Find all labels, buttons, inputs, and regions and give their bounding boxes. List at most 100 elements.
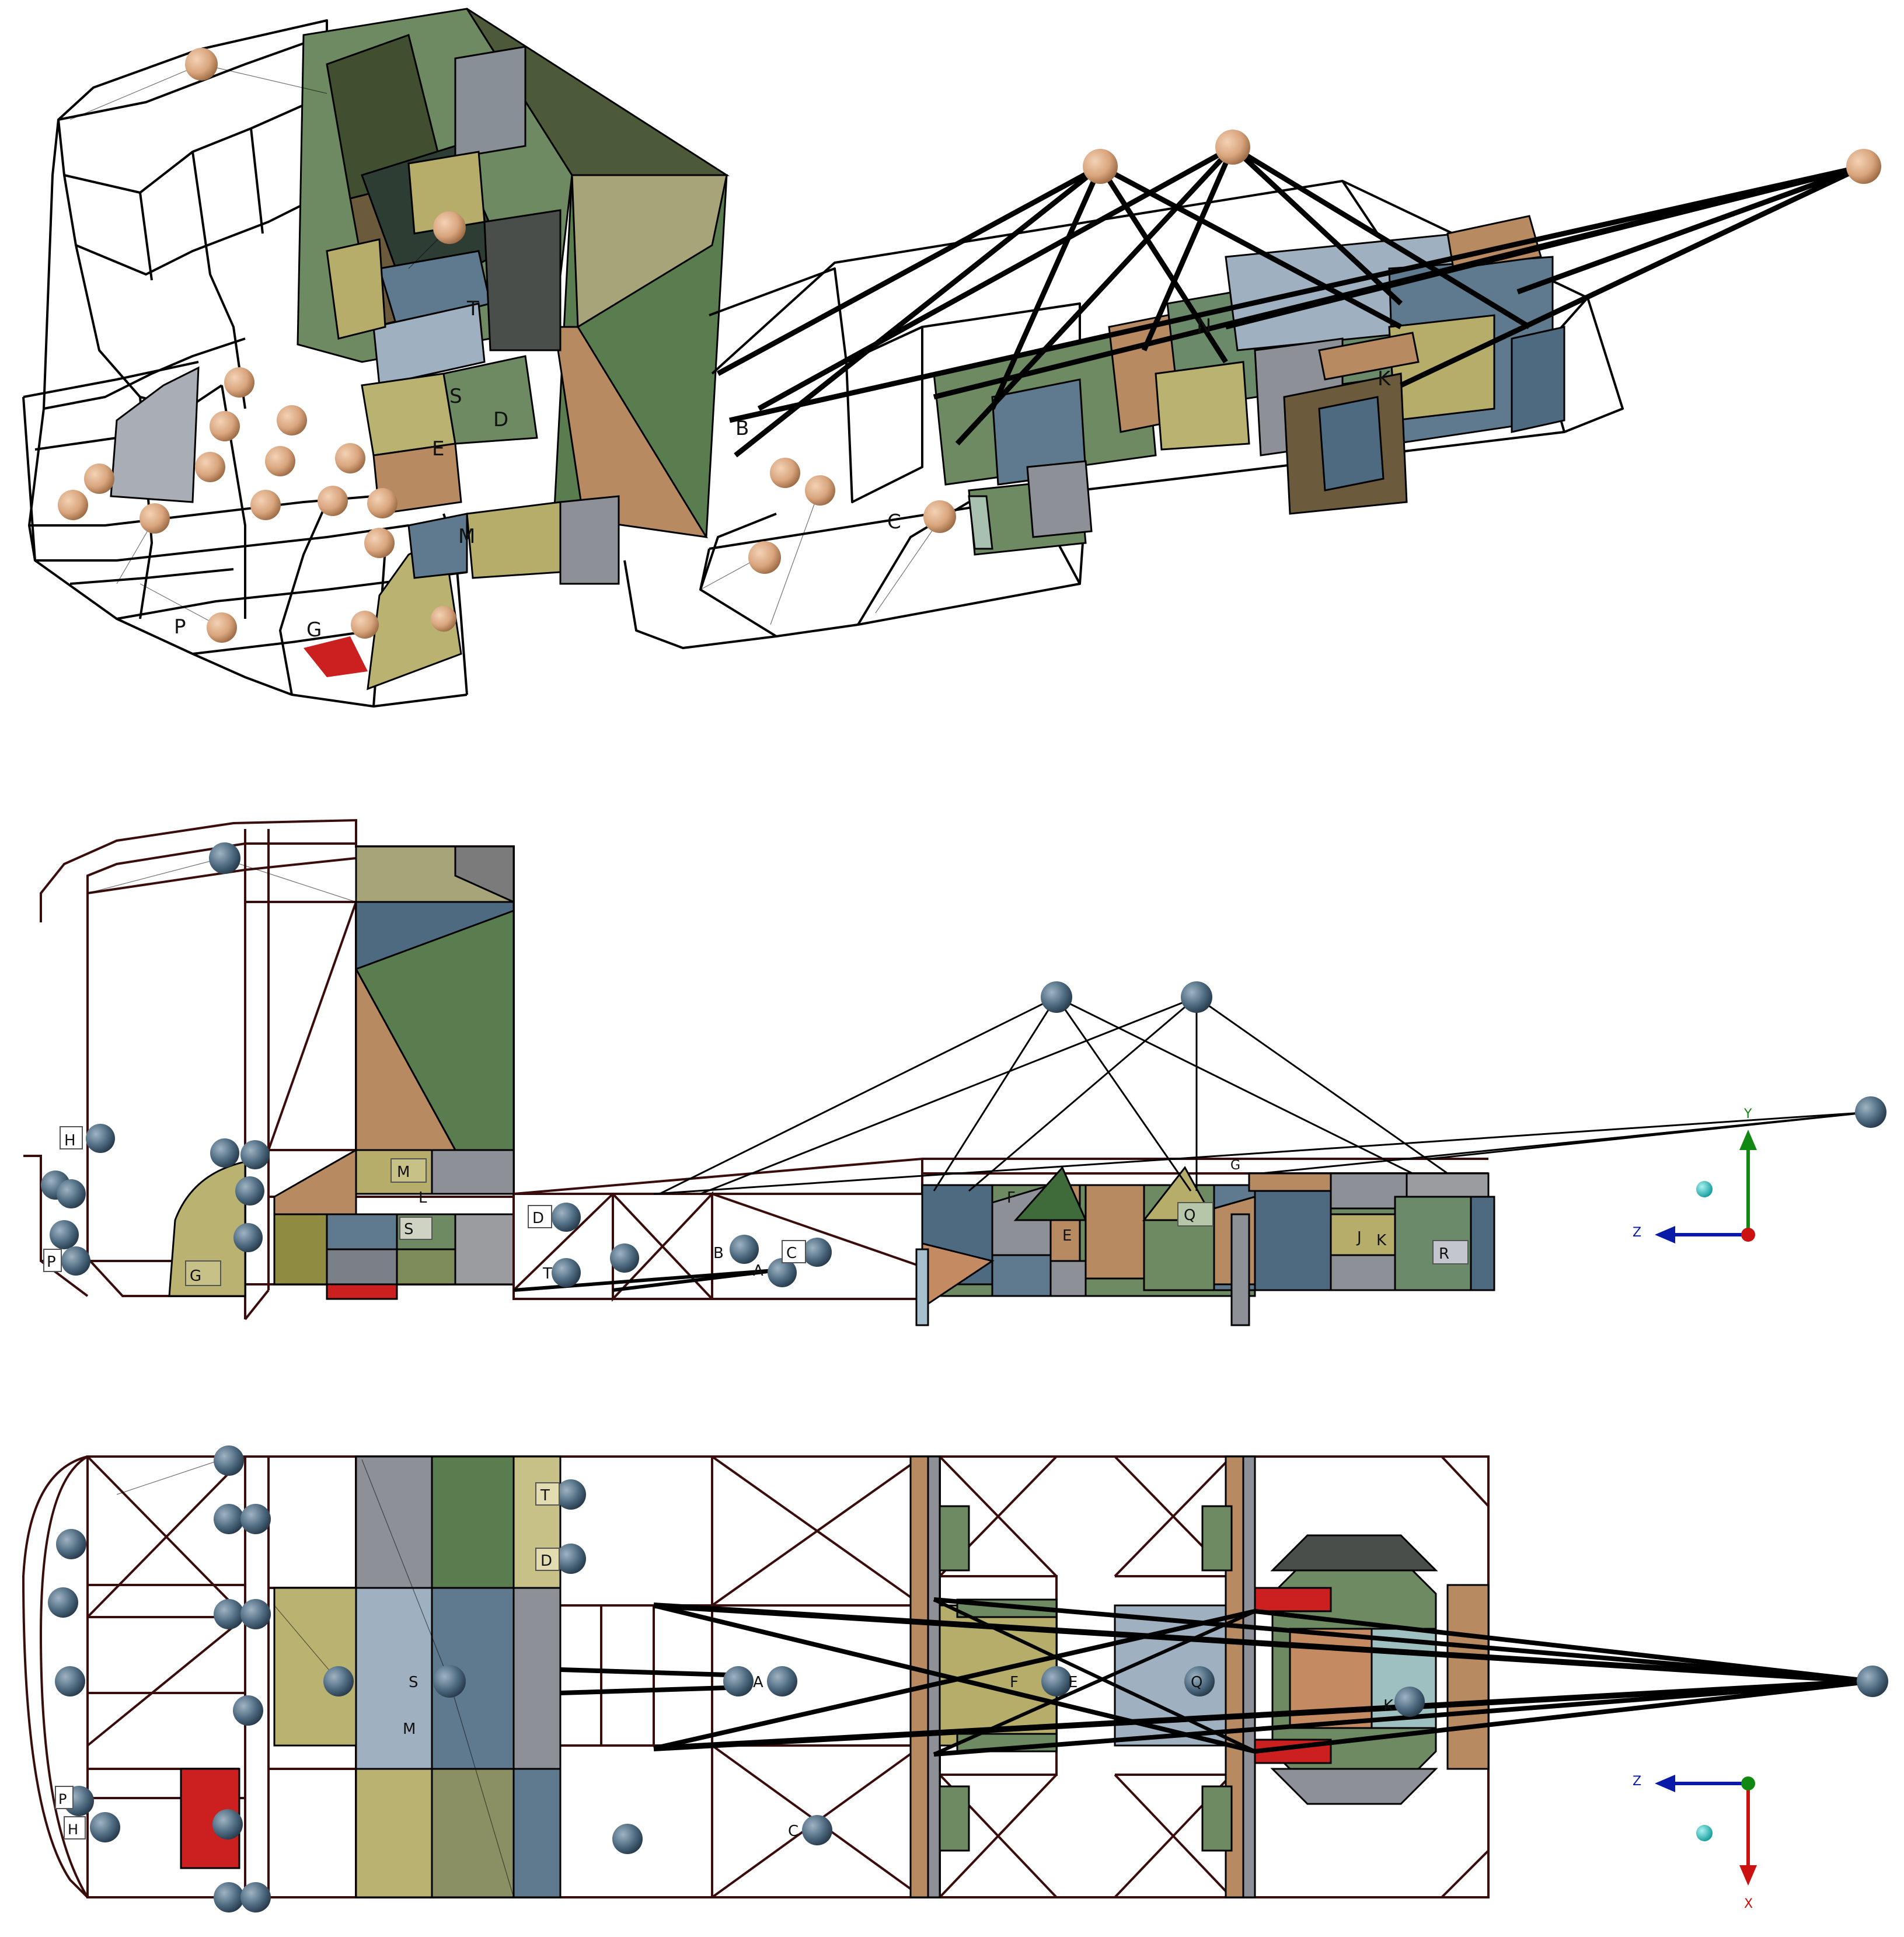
- iso-chassis-blocks: [933, 215, 1565, 556]
- iso-node-sphere: [265, 446, 295, 476]
- side-label-R: R: [1439, 1245, 1449, 1263]
- top-label-K: K: [1383, 1697, 1394, 1715]
- side-label-Q: Q: [1184, 1207, 1195, 1224]
- top-axis-z-label: Z: [1633, 1774, 1641, 1789]
- top-axis-origin-dot: [1696, 1825, 1713, 1841]
- side-label-L: L: [419, 1189, 427, 1207]
- side-node-sphere: [1041, 981, 1072, 1013]
- iso-cab-gray-panel: [110, 366, 200, 503]
- top-label-C: C: [788, 1823, 798, 1840]
- iso-node-sphere: [140, 503, 170, 534]
- top-node-sphere: [214, 1504, 244, 1534]
- side-spheres: [41, 842, 1886, 1287]
- isometric-view: T S D E M B G P C N K: [22, 8, 1881, 708]
- iso-label-D: D: [493, 408, 508, 431]
- top-node-sphere: [1041, 1666, 1072, 1696]
- top-view: T D S M A F E Q K C P H X Z: [22, 1445, 1888, 1912]
- iso-label-P: P: [174, 615, 186, 639]
- iso-node-sphere: [58, 490, 88, 520]
- iso-label-N: N: [1197, 315, 1211, 338]
- side-connection-lines: [87, 858, 1871, 1292]
- side-label-P: P: [47, 1253, 56, 1271]
- top-node-sphere: [233, 1695, 263, 1726]
- side-node-sphere: [730, 1235, 759, 1264]
- iso-label-M: M: [458, 525, 475, 548]
- top-label-M: M: [403, 1720, 416, 1738]
- top-label-Q: Q: [1191, 1674, 1202, 1691]
- top-node-sphere: [214, 1599, 244, 1629]
- iso-node-sphere: [805, 475, 835, 506]
- iso-node-sphere: [1215, 130, 1250, 165]
- side-node-sphere: [86, 1124, 115, 1153]
- iso-node-sphere: [195, 452, 225, 482]
- top-node-sphere: [214, 1445, 244, 1476]
- top-label-D: D: [540, 1552, 552, 1570]
- side-label-D: D: [532, 1210, 544, 1227]
- side-axis-z-label: Z: [1633, 1225, 1641, 1240]
- top-label-F: F: [1010, 1674, 1019, 1691]
- top-node-sphere: [240, 1882, 271, 1912]
- top-node-sphere: [767, 1666, 797, 1696]
- iso-node-sphere: [335, 443, 365, 473]
- top-labels: T D S M A F E Q K C P H: [55, 1482, 1394, 1840]
- side-label-K: K: [1376, 1232, 1387, 1249]
- iso-label-K: K: [1378, 367, 1392, 391]
- side-label-H: H: [64, 1132, 76, 1149]
- iso-node-sphere: [185, 48, 218, 81]
- side-cab-panels: [168, 845, 515, 1300]
- iso-label-C: C: [887, 510, 901, 534]
- iso-node-sphere: [431, 606, 456, 632]
- top-label-P: P: [58, 1791, 67, 1807]
- side-node-sphere: [552, 1258, 581, 1287]
- side-labels: H P G M L S D B A C T F E Q G J K R: [43, 1126, 1469, 1286]
- side-axis-origin-dot: [1696, 1181, 1713, 1197]
- top-node-sphere: [48, 1587, 78, 1618]
- side-node-sphere: [61, 1246, 90, 1276]
- side-view: H P G M L S D B A C T F E Q G J K R: [23, 818, 1886, 1326]
- side-node-sphere: [610, 1243, 639, 1273]
- side-node-sphere: [233, 1223, 263, 1252]
- top-node-sphere: [723, 1666, 754, 1696]
- top-connection-lines: [116, 1459, 1873, 1898]
- iso-node-sphere: [277, 405, 307, 436]
- side-node-sphere: [240, 1140, 270, 1169]
- side-label-M: M: [397, 1163, 410, 1181]
- top-node-sphere: [556, 1479, 586, 1510]
- iso-node-sphere: [318, 486, 348, 516]
- top-label-A: A: [753, 1674, 763, 1691]
- iso-node-sphere: [1846, 149, 1881, 184]
- top-label-H: H: [68, 1821, 78, 1838]
- top-node-sphere: [214, 1882, 244, 1912]
- iso-connection-lines: [69, 64, 1865, 628]
- iso-node-sphere: [84, 464, 114, 494]
- side-label-B: B: [713, 1245, 724, 1262]
- iso-node-sphere: [433, 211, 466, 244]
- iso-node-sphere: [210, 411, 240, 441]
- side-node-sphere: [803, 1238, 832, 1267]
- top-label-E: E: [1068, 1674, 1077, 1691]
- side-node-sphere: [235, 1176, 264, 1206]
- side-node-sphere: [1181, 981, 1212, 1013]
- top-node-sphere: [56, 1529, 86, 1559]
- side-label-G: G: [190, 1267, 201, 1285]
- top-node-sphere: [433, 1665, 466, 1698]
- side-label-A: A: [753, 1262, 763, 1280]
- iso-node-sphere: [207, 612, 237, 643]
- side-node-sphere: [209, 842, 240, 874]
- side-node-sphere: [1855, 1096, 1886, 1128]
- iso-node-sphere: [364, 528, 395, 558]
- top-node-sphere: [212, 1809, 243, 1840]
- side-label-F: F: [1007, 1189, 1016, 1207]
- iso-node-sphere: [367, 488, 397, 518]
- side-label-E: E: [1062, 1227, 1072, 1245]
- iso-label-B: B: [735, 417, 749, 440]
- side-node-sphere: [50, 1220, 79, 1249]
- iso-spheres: [58, 48, 1881, 643]
- side-node-sphere: [210, 1138, 239, 1168]
- top-axis-triad: X Z: [1633, 1774, 1757, 1911]
- iso-label-T: T: [466, 297, 479, 320]
- top-node-sphere: [1394, 1687, 1425, 1717]
- top-node-sphere: [1857, 1666, 1888, 1697]
- side-label-T: T: [542, 1265, 552, 1283]
